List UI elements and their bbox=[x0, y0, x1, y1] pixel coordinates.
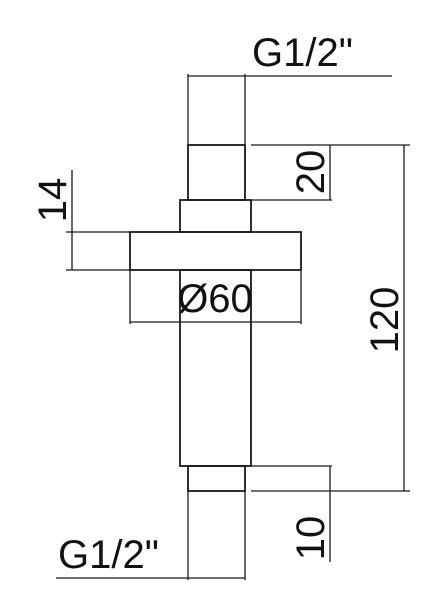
top-thread bbox=[187, 144, 246, 201]
flange-thickness-label: 14 bbox=[31, 178, 75, 223]
part-outline bbox=[129, 144, 302, 492]
thread-bottom-label: G1/2" bbox=[58, 533, 159, 577]
flange-diameter-label: Ø60 bbox=[177, 277, 253, 321]
bottom-thread-length-label: 10 bbox=[289, 516, 333, 561]
dimension-lines bbox=[56, 74, 410, 580]
total-length-label: 120 bbox=[363, 287, 407, 354]
top-thread-length-label: 20 bbox=[289, 150, 333, 195]
bottom-thread bbox=[187, 465, 246, 492]
flange bbox=[129, 231, 302, 271]
thread-top-label: G1/2" bbox=[252, 31, 353, 75]
top-nut bbox=[179, 199, 252, 233]
